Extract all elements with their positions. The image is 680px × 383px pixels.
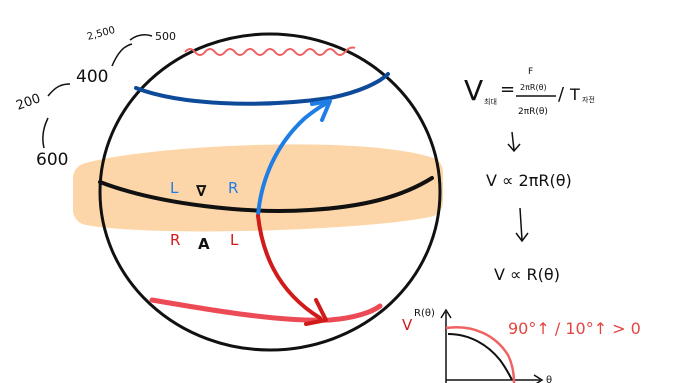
scale-note-2500: 2,500 (86, 25, 117, 43)
graph-curve-red (445, 325, 516, 383)
derivation-arrow-2 (515, 207, 529, 243)
graph-y-arrow (440, 308, 452, 319)
scale-arrow-1 (47, 83, 71, 97)
equator-line (98, 176, 434, 213)
upper-middle-symbol: ∇ (196, 182, 207, 200)
top-wave-line (184, 46, 356, 56)
scale-note-200: 200 (14, 91, 42, 114)
eq1-slash: / (558, 84, 565, 105)
lower-left-label: R (170, 231, 180, 249)
northward-arrow (256, 101, 330, 218)
graph-y-label: V (402, 316, 413, 334)
graph-x-label: θ (546, 375, 552, 383)
scale-note-500: 500 (155, 30, 176, 43)
northern-latitude-line (134, 72, 390, 106)
eq1-denominator: T (569, 85, 580, 104)
lower-right-label: L (230, 231, 239, 249)
eq1-denominator-sub: 자전 (582, 95, 595, 104)
eq1-lhs-sub: 최대 (484, 97, 497, 106)
scale-arrow-3 (129, 34, 153, 41)
graph-x-arrow (533, 374, 544, 383)
angle-note: 90°↑ / 10°↑ > 0 (508, 319, 641, 338)
scale-note-600: 600 (36, 150, 68, 170)
northward-arrowhead (310, 99, 332, 122)
eq1-lhs: V (464, 74, 483, 107)
scale-arrow-4 (42, 117, 49, 149)
southward-arrowhead (304, 298, 328, 326)
derivation-arrow-1 (507, 131, 521, 153)
upper-right-label: R (228, 179, 238, 197)
upper-left-label: L (170, 179, 179, 197)
graph-curve-black (447, 333, 513, 381)
eq1-bot: 2πR(θ) (518, 107, 548, 117)
eq1-top: F (528, 67, 533, 77)
eq1-mid: 2πR(θ) (520, 83, 547, 92)
scale-arrow-2 (111, 43, 133, 67)
eq2: V ∝ 2πR(θ) (486, 171, 572, 190)
graph-y-label-sub: R(θ) (414, 308, 435, 319)
sphere-outline (98, 32, 442, 352)
lower-middle-symbol: A (198, 235, 210, 253)
scale-note-400: 400 (76, 67, 108, 87)
southern-latitude-line (149, 297, 383, 323)
eq1-equals: = (500, 79, 515, 100)
southward-arrow (256, 214, 322, 320)
eq3: V ∝ R(θ) (494, 265, 560, 284)
